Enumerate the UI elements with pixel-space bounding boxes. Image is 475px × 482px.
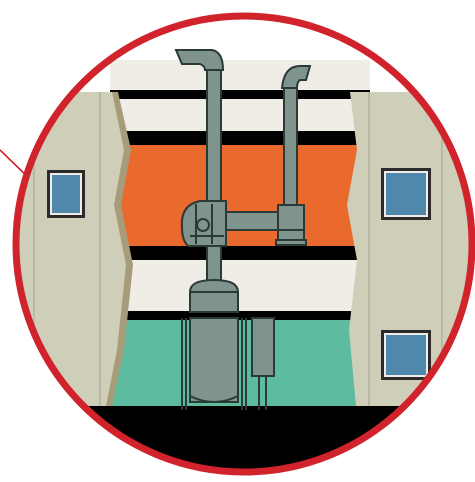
floor-slab — [110, 131, 370, 145]
ceiling-band — [110, 260, 370, 312]
ceiling-band — [110, 99, 370, 132]
upper-floor-band — [110, 60, 370, 95]
floor-slab — [110, 90, 370, 99]
left-wall — [0, 92, 133, 406]
exhaust-fan-icon — [182, 201, 226, 246]
mechanical-room-band — [110, 145, 370, 247]
window-icon — [381, 168, 431, 220]
window-icon — [381, 330, 431, 380]
lower-floor-band — [110, 320, 370, 408]
window-icon — [47, 170, 85, 218]
floor-slab — [110, 246, 370, 260]
floor-slab — [110, 311, 370, 320]
